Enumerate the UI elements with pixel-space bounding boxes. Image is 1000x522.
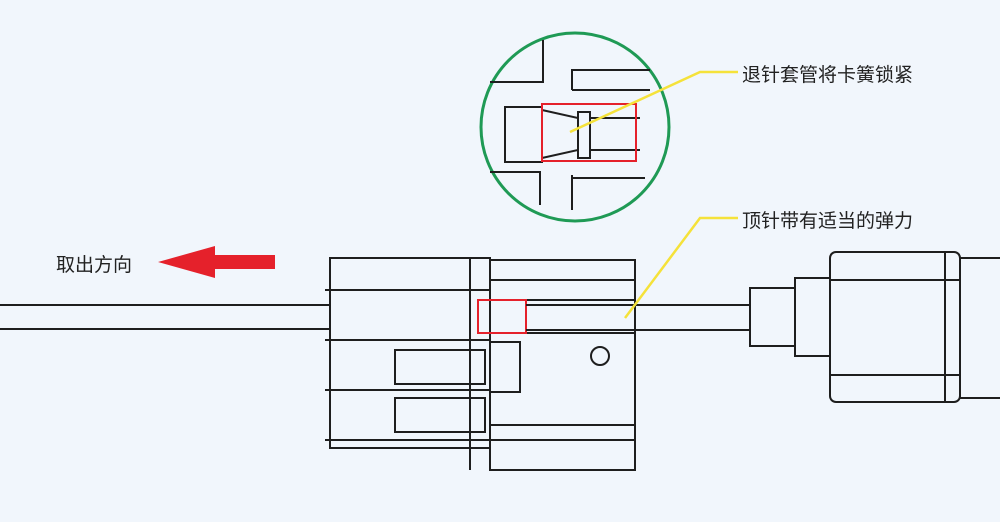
detail-magnifier — [479, 31, 671, 223]
direction-arrow-icon — [158, 246, 275, 278]
ejector-tool — [526, 251, 1000, 403]
leader-line-bottom — [624, 216, 738, 319]
connector-housing — [325, 257, 636, 471]
leader-line-top — [569, 70, 738, 134]
callout-top-label: 退针套管将卡簧锁紧 — [742, 64, 914, 86]
callout-bottom-label: 顶针带有适当的弹力 — [742, 210, 914, 232]
direction-label: 取出方向 — [56, 254, 133, 276]
highlight-box — [477, 299, 527, 334]
